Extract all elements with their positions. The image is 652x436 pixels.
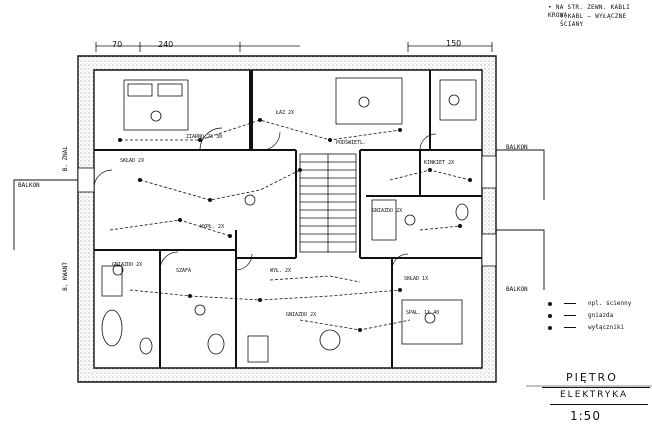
room-label: ZIARNO 2X 30: [186, 134, 223, 140]
header-note-1: • na str. zewn. kabli krowa: [548, 4, 631, 19]
ceiling-light-symbols: [112, 94, 460, 324]
legend-item: gniazda: [548, 312, 613, 319]
discipline-title: ELEKTRYKA: [560, 390, 629, 400]
left-vertical-label-2: B. KWANT: [62, 262, 69, 291]
header-note-2: t.kabl — wyłączne ściany: [560, 13, 627, 28]
room-label: SPAL. 1X 40: [406, 310, 440, 316]
room-label: WYPŁ. 2X: [200, 224, 225, 230]
legend-item: wyłączniki: [548, 324, 624, 331]
outer-walls: [77, 55, 497, 383]
legend-label: gniazda: [588, 312, 614, 319]
floor-title: PIĘTRO: [566, 371, 618, 384]
room-label: GNIAZDO 2X: [372, 208, 403, 214]
legend-dot-icon: [548, 301, 552, 306]
legend-label: wyłączniki: [588, 324, 625, 331]
legend-line-icon: [564, 327, 576, 328]
room-label: KINKIET 2X: [424, 160, 455, 166]
legend-line-icon: [564, 303, 576, 304]
scale-label: 1:50: [570, 409, 601, 423]
dimension-top-left-b: 240: [158, 40, 174, 49]
room-label: SZAFA: [176, 268, 192, 274]
wiring-lines: [109, 119, 471, 331]
balcony-openings: [77, 155, 497, 267]
legend-line-icon: [564, 315, 576, 316]
dimension-top-left-a: 70: [112, 40, 123, 49]
door-swings: [93, 127, 437, 271]
legend-dot-icon: [548, 325, 552, 330]
left-vertical-label-1: B. ZNAL: [62, 146, 69, 172]
title-divider: [542, 387, 650, 388]
legend-item: npl. ścienny: [548, 300, 631, 307]
room-label: GNIAZDO 2X: [112, 262, 143, 268]
legend-dot-icon: [548, 313, 552, 318]
title-divider: [550, 404, 648, 405]
room-label: WYŁ. 2X: [270, 268, 292, 274]
balcony-label-left: BALKON: [18, 182, 40, 189]
room-label: GNIAZDO 2X: [286, 312, 317, 318]
room-label: SKŁAD 2X: [120, 158, 145, 164]
dimension-lines: [95, 42, 493, 52]
balcony-label-right-top: BALKON: [506, 144, 528, 151]
furniture: [101, 77, 477, 363]
balcony-label-right-bottom: BALKON: [506, 286, 528, 293]
balcony-outlines: [13, 149, 545, 290]
electrical-symbols: [118, 118, 472, 332]
staircase: [299, 153, 357, 253]
legend-label: npl. ścienny: [588, 300, 632, 307]
dimension-top-right: 150: [446, 39, 462, 48]
room-label: PODŚWIETL.: [336, 140, 367, 146]
room-label: SKŁAD 1X: [404, 276, 429, 282]
room-label: ŁAZ 2X: [276, 110, 295, 116]
